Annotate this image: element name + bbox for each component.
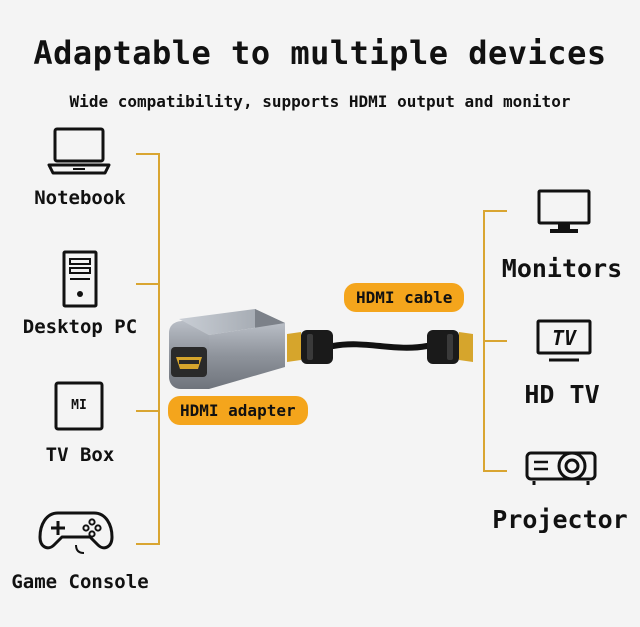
hdmi-cable-image: [287, 330, 473, 364]
hdmi-adapter-image: [169, 309, 285, 389]
tv-icon-text: TV: [551, 326, 577, 350]
device-label: Game Console: [11, 571, 149, 593]
left-connector-line: [158, 153, 160, 545]
device-label: Projector: [492, 505, 628, 534]
page-subtitle: Wide compatibility, supports HDMI output…: [69, 92, 571, 111]
left-connector-tick-3: [136, 410, 160, 412]
device-label: HD TV: [524, 380, 600, 409]
gamepad-icon: [38, 511, 114, 554]
monitor-icon: [537, 189, 591, 233]
left-connector-tick-1: [136, 153, 160, 155]
page-title: Adaptable to multiple devices: [33, 34, 607, 72]
tv-box-logo-text: MI: [71, 398, 87, 413]
right-connector-tick-3: [483, 470, 507, 472]
tv-icon: [536, 319, 592, 362]
device-label: Monitors: [501, 254, 623, 283]
right-connector-tick-1: [483, 210, 507, 212]
device-label: Notebook: [34, 187, 126, 209]
desktop-tower-icon: [62, 250, 98, 308]
laptop-icon: [47, 127, 111, 175]
left-connector-tick-4: [136, 543, 160, 545]
left-connector-tick-2: [136, 283, 160, 285]
device-label: TV Box: [45, 444, 115, 466]
right-connector-tick-2: [483, 340, 507, 342]
device-label: Desktop PC: [22, 316, 138, 338]
hdmi-cable-badge: HDMI cable: [344, 283, 465, 312]
tv-box-icon: [54, 381, 104, 431]
hdmi-adapter-badge: HDMI adapter: [168, 396, 308, 425]
projector-icon: [525, 451, 597, 485]
